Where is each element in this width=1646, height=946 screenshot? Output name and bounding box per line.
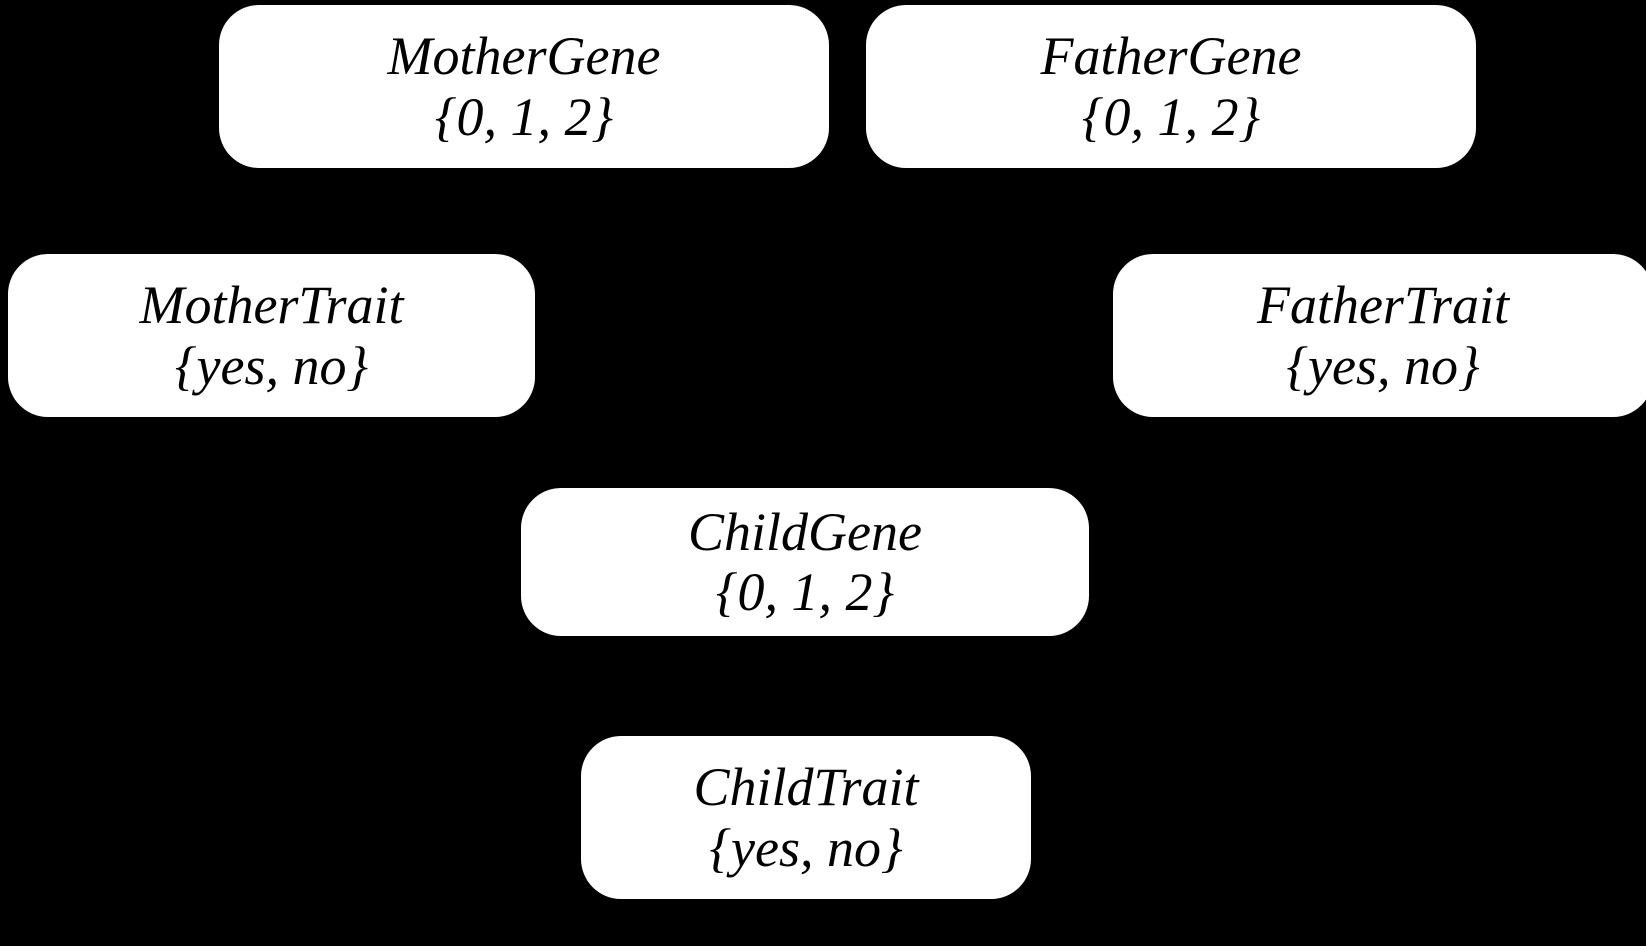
node-mother-gene-label: MotherGene (387, 26, 661, 87)
node-mother-trait-domain: {yes, no} (174, 335, 369, 396)
node-child-trait-domain: {yes, no} (709, 817, 903, 878)
node-father-trait-domain: {yes, no} (1286, 335, 1480, 396)
node-child-gene-label: ChildGene (688, 501, 922, 562)
node-child-trait-label: ChildTrait (693, 757, 919, 818)
node-mother-gene-domain: {0, 1, 2} (434, 86, 614, 147)
node-mother-trait[interactable]: MotherTrait {yes, no} (8, 254, 535, 417)
node-mother-gene[interactable]: MotherGene {0, 1, 2} (219, 5, 829, 168)
node-father-gene[interactable]: FatherGene {0, 1, 2} (866, 5, 1476, 168)
node-father-trait-label: FatherTrait (1256, 275, 1510, 336)
node-mother-trait-label: MotherTrait (139, 275, 404, 336)
node-father-trait[interactable]: FatherTrait {yes, no} (1113, 254, 1646, 417)
node-father-gene-domain: {0, 1, 2} (1081, 86, 1261, 147)
node-child-trait[interactable]: ChildTrait {yes, no} (581, 736, 1031, 899)
node-father-gene-label: FatherGene (1040, 26, 1302, 87)
node-child-gene[interactable]: ChildGene {0, 1, 2} (521, 488, 1089, 636)
node-child-gene-domain: {0, 1, 2} (715, 562, 895, 622)
